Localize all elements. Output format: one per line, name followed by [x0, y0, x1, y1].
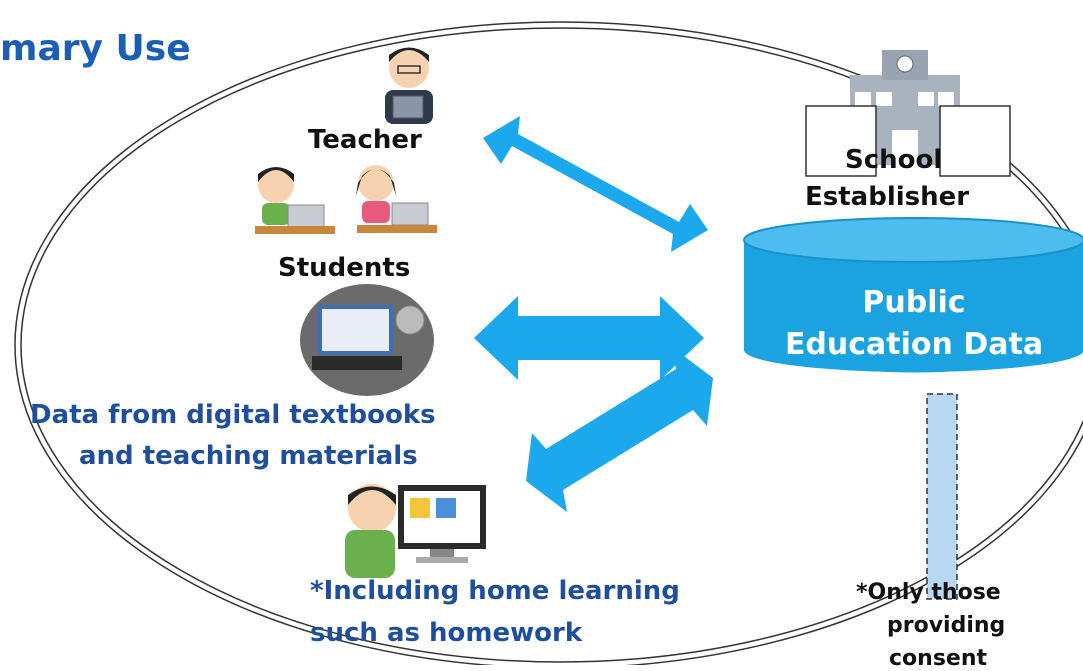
- teacher-data-arrow: [483, 116, 708, 252]
- students-label: Students: [278, 253, 411, 283]
- digital-data-label-line2: and teaching materials: [79, 441, 418, 471]
- home-learning-label-line1: *Including home learning: [310, 576, 680, 606]
- home-learning-arrow: [526, 347, 713, 512]
- home-learning-label-line2: such as homework: [310, 618, 583, 648]
- school-label-line1: School: [845, 145, 943, 175]
- teacher-label: Teacher: [308, 125, 422, 155]
- consent-label-line3: consent: [889, 646, 988, 671]
- section-heading: mary Use: [0, 28, 191, 69]
- consent-label-line2: providing: [887, 613, 1006, 638]
- database-label-line1: Public: [862, 285, 966, 320]
- scope-ellipse: [14, 21, 1083, 665]
- school-label-line2: Establisher: [805, 182, 970, 212]
- arrows: [474, 116, 713, 512]
- digital-textbook-photo: [300, 284, 434, 396]
- students-illustration: [255, 165, 437, 234]
- database-label-line2: Education Data: [784, 327, 1044, 362]
- consent-bar: [926, 393, 958, 600]
- home-learner-illustration: [345, 484, 486, 578]
- teacher-illustration: [385, 47, 433, 124]
- school-building-illustration: [805, 50, 1011, 177]
- public-education-database: [743, 217, 1083, 373]
- digital-data-arrow: [474, 296, 704, 380]
- digital-data-label-line1: Data from digital textbooks: [30, 400, 436, 430]
- consent-label-line1: *Only those: [856, 580, 1001, 605]
